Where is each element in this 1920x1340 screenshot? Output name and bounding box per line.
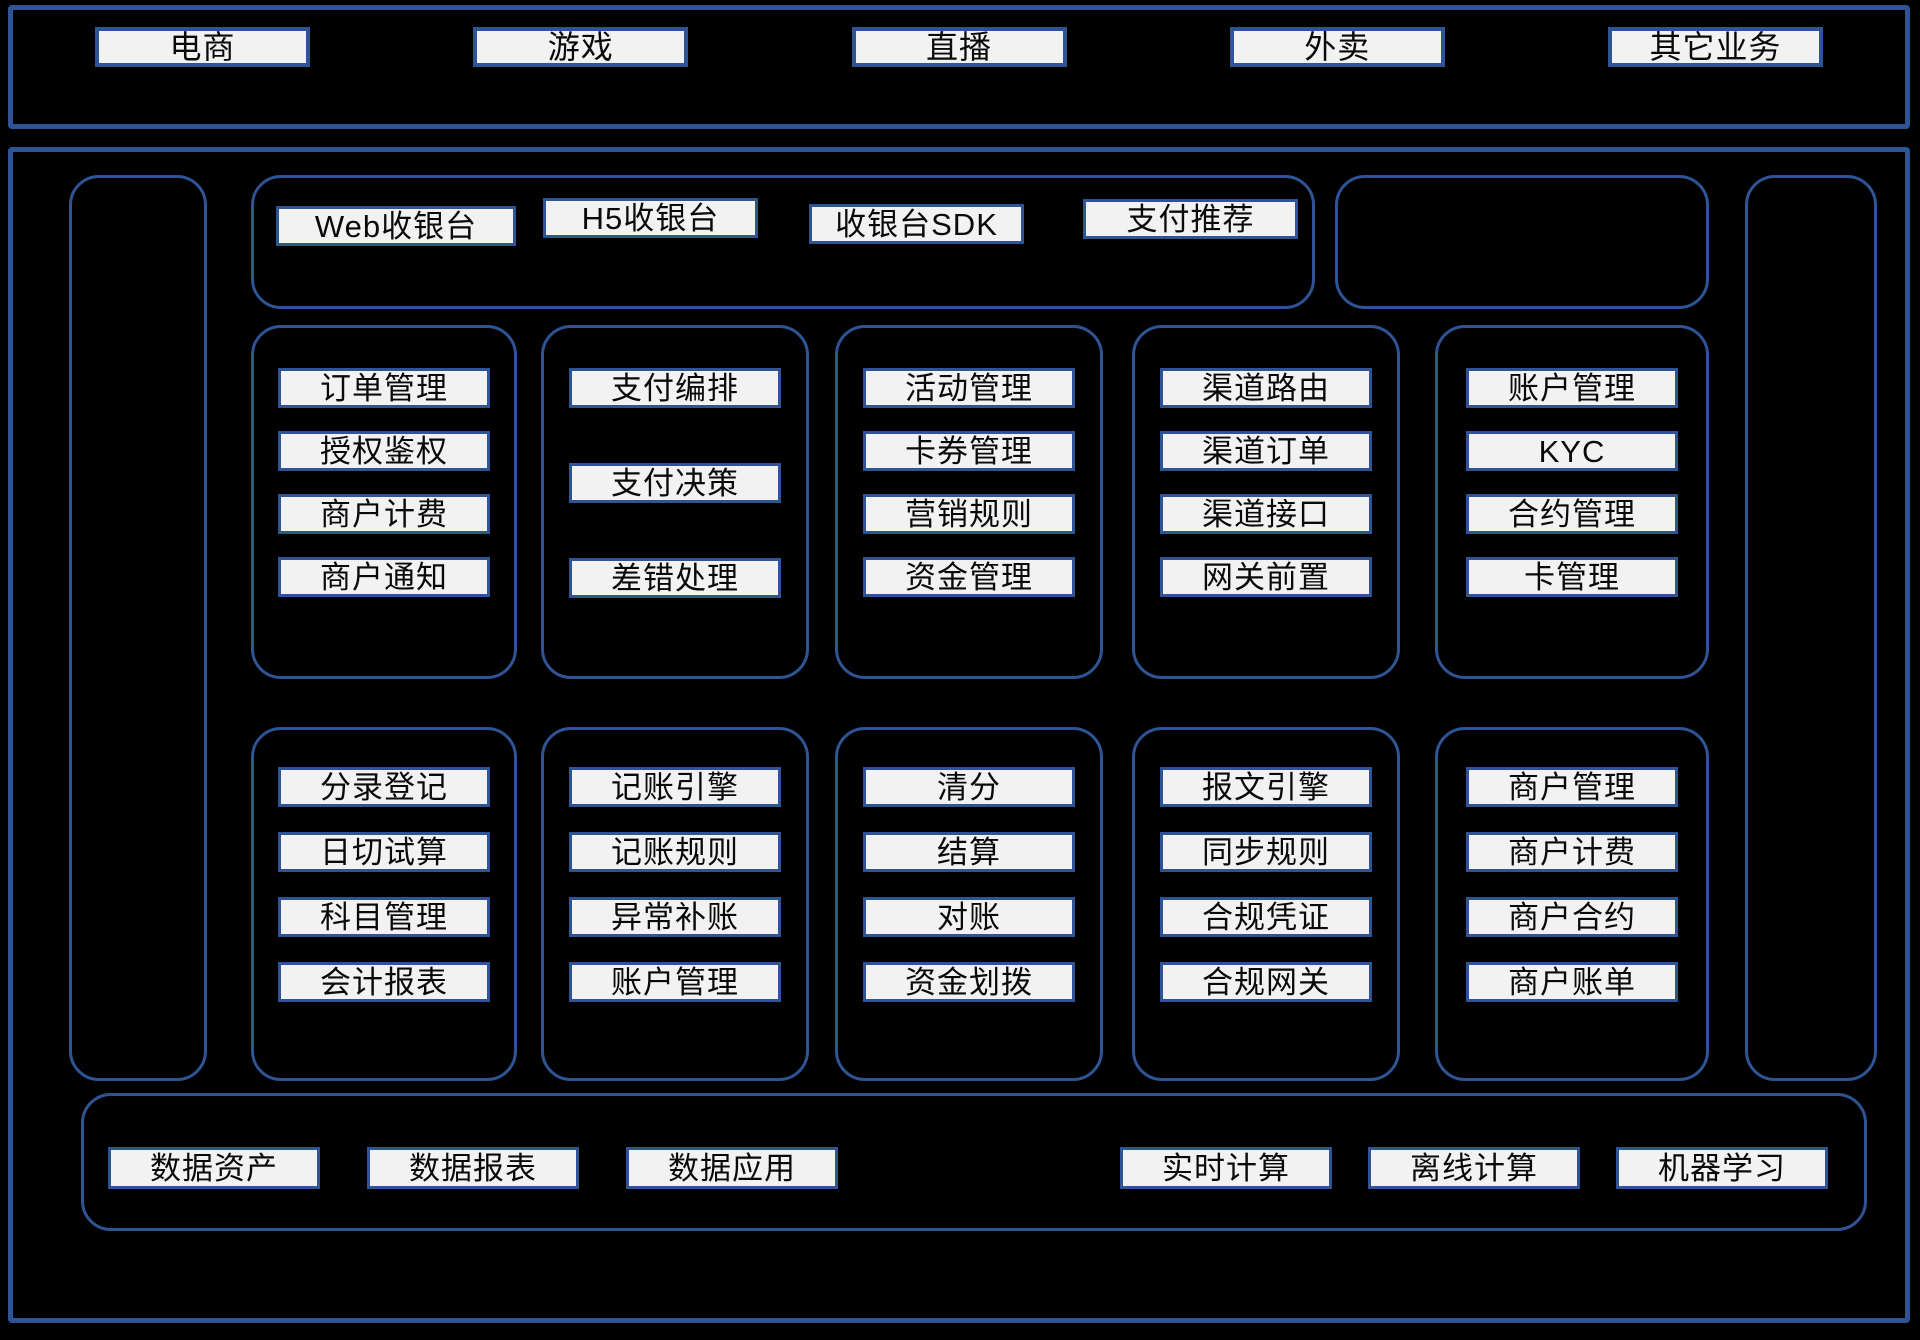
business-layer: 电商 游戏 直播 外卖 其它业务 — [8, 5, 1910, 129]
module-box: 其它业务 — [1608, 27, 1823, 67]
module-box: 直播 — [851, 27, 1067, 67]
module-box: 实时计算 — [1120, 1147, 1332, 1189]
module-box: 营销规则 — [863, 494, 1075, 534]
module-box: 账户管理 — [1466, 368, 1678, 408]
module-box: 商户计费 — [278, 494, 490, 534]
module-box: 商户计费 — [1466, 832, 1678, 872]
module-box: H5收银台 — [543, 198, 758, 238]
module-box: 资金管理 — [863, 557, 1075, 597]
module-box: 渠道路由 — [1160, 368, 1372, 408]
module-box: 卡券管理 — [863, 431, 1075, 471]
module-group-ledger: 分录登记日切试算科目管理会计报表 — [251, 727, 517, 1081]
module-group-payment: 支付编排支付决策差错处理 — [541, 325, 809, 679]
cashier-layer-group: Web收银台 H5收银台 收银台SDK 支付推荐 — [251, 175, 1315, 309]
module-box: 会计报表 — [278, 962, 490, 1002]
empty-group — [1335, 175, 1709, 309]
module-group-bookkeeping: 记账引擎记账规则异常补账账户管理 — [541, 727, 809, 1081]
module-box: 合规网关 — [1160, 962, 1372, 1002]
module-box: Web收银台 — [276, 206, 516, 246]
right-side-column — [1745, 175, 1877, 1081]
module-box: 支付推荐 — [1083, 199, 1298, 239]
module-box: 卡管理 — [1466, 557, 1678, 597]
module-box: 结算 — [863, 832, 1075, 872]
left-side-column — [69, 175, 207, 1081]
module-box: 分录登记 — [278, 767, 490, 807]
module-box: 科目管理 — [278, 897, 490, 937]
module-box: 商户通知 — [278, 557, 490, 597]
module-box: 电商 — [95, 27, 310, 67]
module-box: 机器学习 — [1616, 1147, 1828, 1189]
module-box: 网关前置 — [1160, 557, 1372, 597]
module-box: 资金划拨 — [863, 962, 1075, 1002]
module-box: 清分 — [863, 767, 1075, 807]
module-box: 收银台SDK — [809, 204, 1024, 244]
module-box: 记账引擎 — [569, 767, 781, 807]
module-group-channel: 渠道路由渠道订单渠道接口网关前置 — [1132, 325, 1400, 679]
module-group-account: 账户管理 KYC 合约管理卡管理 — [1435, 325, 1709, 679]
data-platform-left-cluster: 数据资产 数据报表 数据应用 — [108, 1147, 838, 1189]
module-box: 外卖 — [1229, 27, 1445, 67]
data-platform-right-cluster: 实时计算离线计算机器学习 — [1120, 1147, 1828, 1189]
module-box: 数据应用 — [626, 1147, 838, 1189]
module-box: 日切试算 — [278, 832, 490, 872]
module-box: 离线计算 — [1368, 1147, 1580, 1189]
module-box: 异常补账 — [569, 897, 781, 937]
module-box: 订单管理 — [278, 368, 490, 408]
module-box: 合规凭证 — [1160, 897, 1372, 937]
module-box: 活动管理 — [863, 368, 1075, 408]
module-box: 支付决策 — [569, 463, 781, 503]
module-box: 渠道接口 — [1160, 494, 1372, 534]
module-group-order: 订单管理授权鉴权商户计费商户通知 — [251, 325, 517, 679]
module-box: 授权鉴权 — [278, 431, 490, 471]
module-box: 商户管理 — [1466, 767, 1678, 807]
module-box: 数据报表 — [367, 1147, 579, 1189]
module-box: 账户管理 — [569, 962, 781, 1002]
module-box: 差错处理 — [569, 558, 781, 598]
module-box: 数据资产 — [108, 1147, 320, 1189]
module-box: 对账 — [863, 897, 1075, 937]
module-group-clearing: 清分结算对账资金划拨 — [835, 727, 1103, 1081]
module-box: 商户合约 — [1466, 897, 1678, 937]
module-box: 游戏 — [473, 27, 689, 67]
module-box: 同步规则 — [1160, 832, 1372, 872]
module-box: 渠道订单 — [1160, 431, 1372, 471]
module-box: 商户账单 — [1466, 962, 1678, 1002]
module-box: KYC — [1466, 431, 1678, 471]
module-box: 支付编排 — [569, 368, 781, 408]
module-group-compliance: 报文引擎同步规则合规凭证合规网关 — [1132, 727, 1400, 1081]
module-group-merchant: 商户管理商户计费商户合约商户账单 — [1435, 727, 1709, 1081]
data-platform-layer: 数据资产 数据报表 数据应用 实时计算离线计算机器学习 — [81, 1093, 1867, 1231]
module-box: 记账规则 — [569, 832, 781, 872]
module-group-marketing: 活动管理卡券管理营销规则资金管理 — [835, 325, 1103, 679]
module-box: 合约管理 — [1466, 494, 1678, 534]
module-box: 报文引擎 — [1160, 767, 1372, 807]
